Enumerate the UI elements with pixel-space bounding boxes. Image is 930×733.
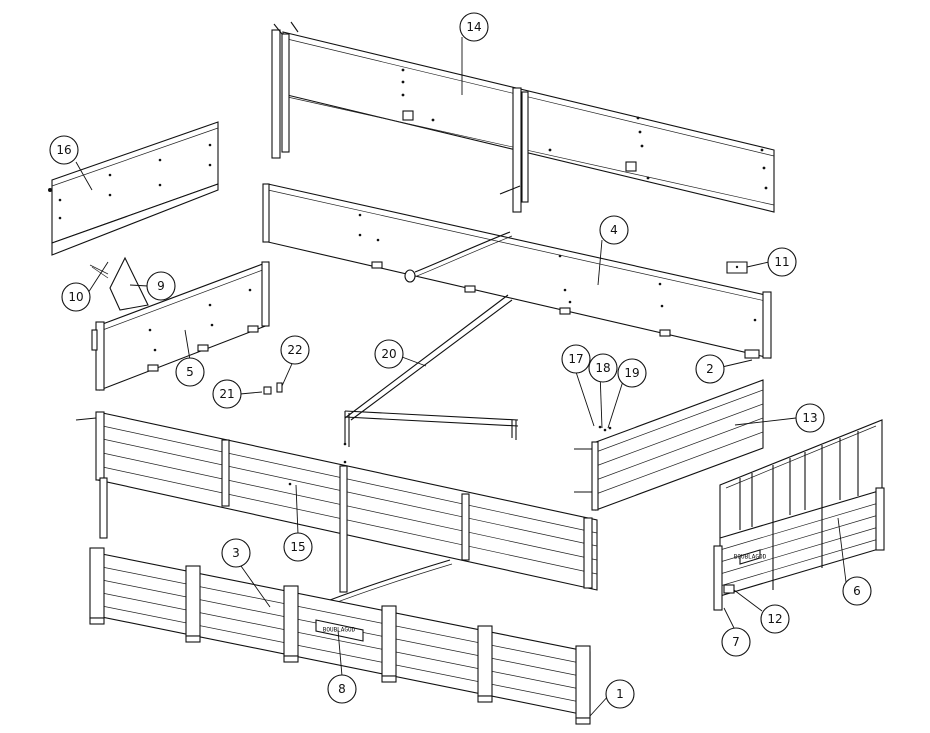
svg-text:9: 9 <box>157 279 165 293</box>
callout-15: 15 <box>283 532 313 562</box>
svg-text:5: 5 <box>186 365 194 379</box>
part-15-slatted-side <box>75 411 598 605</box>
svg-text:16: 16 <box>56 143 71 157</box>
part-9-bracket <box>89 256 149 311</box>
svg-text:17: 17 <box>568 352 583 366</box>
svg-text:22: 22 <box>287 343 302 357</box>
svg-text:6: 6 <box>853 584 861 598</box>
svg-text:3: 3 <box>232 546 240 560</box>
callout-18: 18 <box>588 353 618 383</box>
callout-9: 9 <box>146 271 176 301</box>
svg-text:14: 14 <box>466 20 481 34</box>
svg-text:20: 20 <box>381 347 396 361</box>
callout-6: 6 <box>842 576 872 606</box>
svg-text:19: 19 <box>624 366 639 380</box>
callout-3: 3 <box>221 538 251 568</box>
callout-11: 11 <box>767 247 797 277</box>
callout-2: 2 <box>695 354 725 384</box>
part-16-end-panel <box>48 121 219 256</box>
part-4-long-panel <box>262 183 772 359</box>
svg-text:15: 15 <box>290 540 305 554</box>
callout-22: 22 <box>280 335 310 365</box>
callout-4: 4 <box>599 215 629 245</box>
part-5-side-panel <box>91 261 270 391</box>
callout-5: 5 <box>175 357 205 387</box>
callout-16: 16 <box>49 135 79 165</box>
svg-text:2: 2 <box>706 362 714 376</box>
part-21-22-pins <box>263 382 283 395</box>
side-gate-plate-text: BOUBLAGOD <box>323 627 356 634</box>
svg-text:12: 12 <box>767 612 782 626</box>
part-11-plate <box>726 261 748 274</box>
svg-text:13: 13 <box>802 411 817 425</box>
callout-1: 1 <box>605 679 635 709</box>
callout-7: 7 <box>721 627 751 657</box>
leader-lines <box>75 37 847 717</box>
svg-text:7: 7 <box>732 635 740 649</box>
callout-12: 12 <box>760 604 790 634</box>
callout-10: 10 <box>61 282 91 312</box>
svg-text:18: 18 <box>595 361 610 375</box>
part-3-front-side: BOUBLAGOD <box>89 547 591 725</box>
callout-19: 19 <box>617 358 647 388</box>
svg-text:10: 10 <box>68 290 83 304</box>
callout-17: 17 <box>561 344 591 374</box>
svg-text:11: 11 <box>774 255 789 269</box>
callout-13: 13 <box>795 403 825 433</box>
svg-text:21: 21 <box>219 387 234 401</box>
part-6-rear-gate: BOUBLAGOD <box>713 419 885 611</box>
svg-text:1: 1 <box>616 687 624 701</box>
callout-21: 21 <box>212 379 242 409</box>
svg-text:8: 8 <box>338 682 346 696</box>
part-13-slatted-panel <box>574 379 764 511</box>
part-14-long-panel <box>271 21 775 213</box>
svg-text:4: 4 <box>610 223 618 237</box>
callout-8: 8 <box>327 674 357 704</box>
rear-gate-plate-text: BOUBLAGOD <box>734 554 767 561</box>
callout-14: 14 <box>459 12 489 42</box>
part-20-strut <box>344 294 519 447</box>
callout-20: 20 <box>374 339 404 369</box>
